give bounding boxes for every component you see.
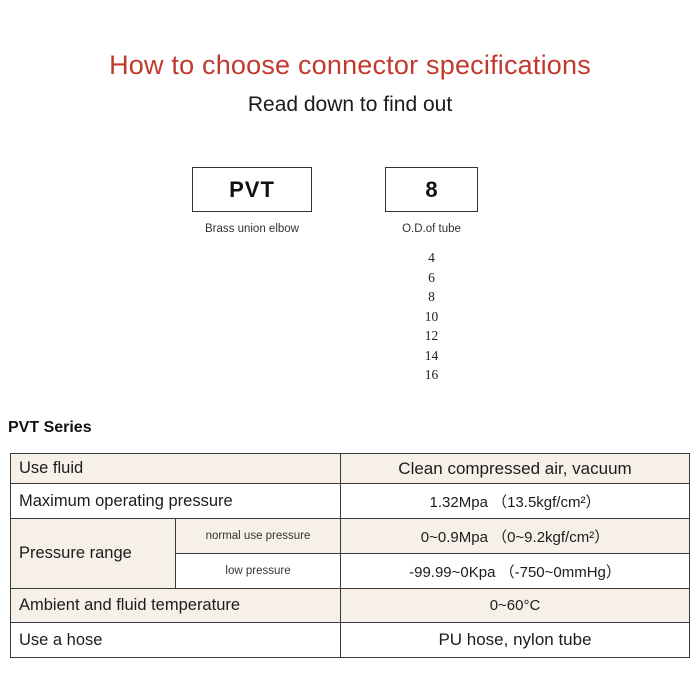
- series-code-caption: Brass union elbow: [205, 223, 299, 235]
- row-value: -99.99~0Kpa （-750~0mmHg）: [340, 553, 690, 589]
- row-label: Use a hose: [10, 622, 341, 658]
- row-label: Use fluid: [10, 453, 341, 484]
- table-row: Use fluid Clean compressed air, vacuum: [10, 453, 690, 484]
- size-code-box: 8: [385, 167, 478, 212]
- size-option: 12: [424, 328, 439, 343]
- row-value: 0~0.9Mpa （0~9.2kgf/cm²）: [340, 518, 690, 554]
- row-value: PU hose, nylon tube: [340, 622, 690, 658]
- size-option: 8: [428, 289, 435, 304]
- size-option-list: 4 6 8 10 12 14 16: [385, 248, 478, 385]
- row-sublabel: low pressure: [175, 553, 341, 589]
- size-option: 14: [424, 347, 439, 363]
- table-row: low pressure -99.99~0Kpa （-750~0mmHg）: [10, 553, 690, 589]
- size-code-caption: O.D.of tube: [402, 223, 461, 235]
- row-value: 0~60°C: [340, 588, 690, 623]
- row-label: Pressure range: [10, 518, 176, 589]
- series-code-box: PVT: [192, 167, 312, 212]
- row-label: Maximum operating pressure: [10, 483, 341, 519]
- table-row: Maximum operating pressure 1.32Mpa （13.5…: [10, 483, 690, 519]
- size-option: 4: [428, 250, 435, 265]
- row-sublabel: normal use pressure: [175, 518, 341, 554]
- size-option: 6: [428, 269, 435, 285]
- series-heading: PVT Series: [8, 419, 92, 436]
- row-label: Ambient and fluid temperature: [10, 588, 341, 623]
- table-row: Ambient and fluid temperature 0~60°C: [10, 588, 690, 623]
- size-code-text: 8: [425, 176, 438, 202]
- page-title: How to choose connector specifications: [109, 50, 591, 80]
- series-code-text: PVT: [229, 176, 275, 202]
- size-option: 16: [424, 367, 439, 382]
- table-row: Pressure range normal use pressure 0~0.9…: [10, 518, 690, 589]
- size-option: 10: [424, 308, 439, 324]
- row-value: 1.32Mpa （13.5kgf/cm²）: [340, 483, 690, 519]
- page-subtitle: Read down to find out: [247, 93, 453, 116]
- table-row: Use a hose PU hose, nylon tube: [10, 622, 690, 658]
- specification-table: Use fluid Clean compressed air, vacuum M…: [10, 453, 690, 658]
- row-value: Clean compressed air, vacuum: [340, 453, 690, 484]
